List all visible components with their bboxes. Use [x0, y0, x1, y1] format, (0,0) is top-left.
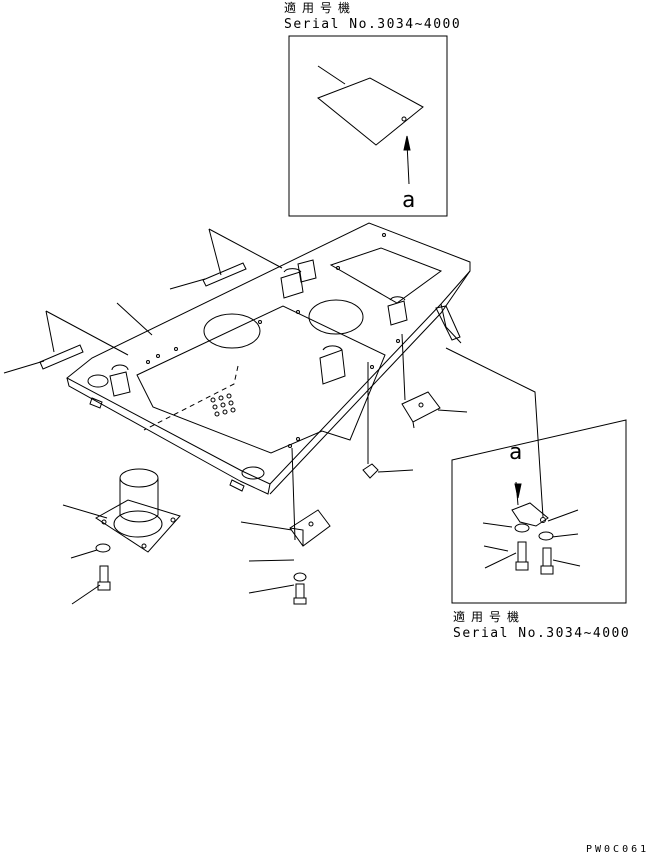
- leader-line: [484, 552, 517, 569]
- frame-lug: [229, 479, 245, 492]
- serial-range-label-top: Serial No.3034~4000: [284, 17, 462, 32]
- floor-mount: [387, 296, 408, 326]
- washer: [95, 543, 111, 553]
- floor-mount: [319, 345, 346, 385]
- detail-box-right: [451, 419, 627, 604]
- floor-opening: [203, 313, 261, 349]
- bolt: [293, 583, 307, 605]
- arrow-head: [514, 483, 522, 499]
- drain-plug: [362, 362, 414, 479]
- detail-box-top: [288, 35, 448, 217]
- detail-leader: [445, 347, 544, 518]
- mount-hole: [401, 116, 407, 122]
- leader-line: [482, 522, 513, 528]
- reference-letter-right: a: [509, 440, 523, 465]
- bolt: [97, 565, 111, 591]
- applicable-serial-label-top: 適用号機: [284, 1, 357, 15]
- applicable-serial-label-right: 適用号機: [453, 610, 526, 624]
- bolt: [540, 547, 554, 575]
- leader-line: [317, 65, 346, 85]
- lower-bracket: [240, 447, 331, 605]
- floor-panel: [329, 247, 443, 304]
- leader-line: [551, 533, 579, 538]
- cover-plate: [317, 77, 424, 146]
- hole-pattern: [210, 393, 236, 417]
- serial-range-label-right: Serial No.3034~4000: [453, 626, 631, 641]
- leader-line: [483, 545, 509, 552]
- floor-panel: [136, 305, 386, 454]
- arrow-head: [403, 135, 411, 151]
- washer: [538, 531, 554, 541]
- floor-opening: [87, 374, 109, 388]
- washer: [514, 523, 530, 533]
- floor-opening: [308, 299, 364, 335]
- cab-mount: [62, 468, 181, 605]
- floor-mount: [280, 268, 304, 299]
- floor-mount: [109, 364, 131, 397]
- center-line: [143, 365, 239, 431]
- floor-mount: [297, 259, 317, 283]
- leader-line: [547, 509, 579, 522]
- reference-letter-top: a: [402, 188, 416, 213]
- floor-opening: [241, 466, 265, 480]
- drawing-code: PW0C061: [586, 844, 650, 855]
- bolt: [515, 541, 529, 571]
- frame-lug: [435, 305, 461, 341]
- floor-frame: [66, 222, 471, 495]
- side-bracket: [401, 333, 468, 429]
- washer: [293, 572, 307, 582]
- leader-line: [552, 559, 581, 567]
- bracket-hole: [540, 517, 546, 523]
- edge-brackets: [3, 228, 283, 374]
- frame-lug: [89, 397, 103, 409]
